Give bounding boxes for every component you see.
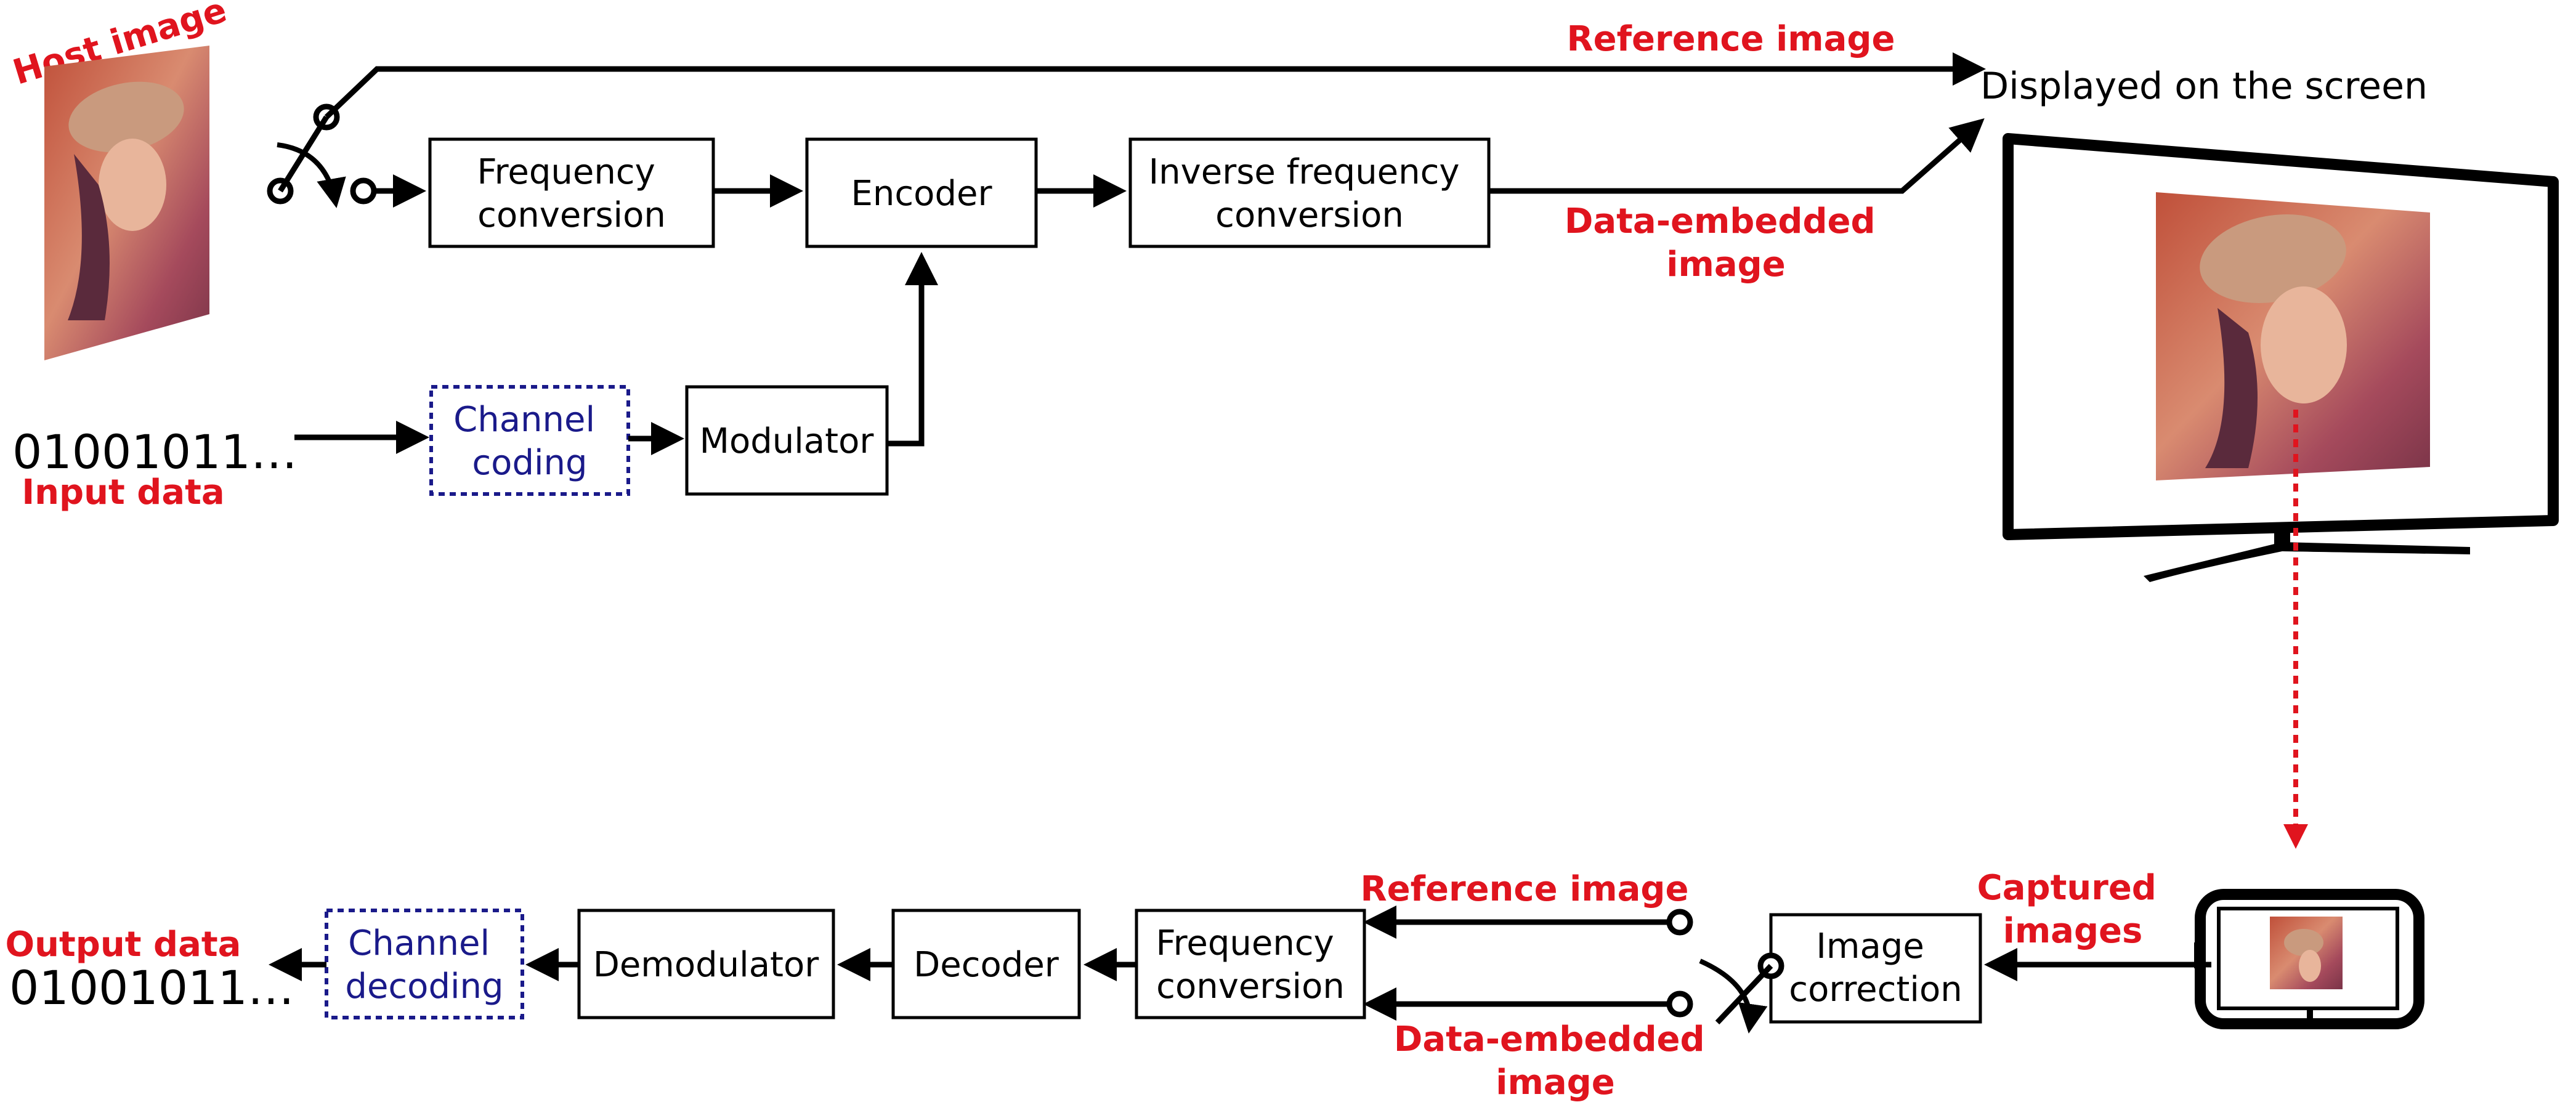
- inverse-frequency-conversion-label: Inverse frequency conversion: [1149, 152, 1471, 235]
- monitor-icon: [2003, 133, 2559, 582]
- encoder-label: Encoder: [851, 174, 993, 214]
- decoder-box: [891, 909, 1081, 1019]
- switch-icon[interactable]: [267, 103, 377, 208]
- frequency-conversion-label: Frequency conversion: [477, 152, 666, 235]
- output-data-label: Output data: [6, 925, 241, 965]
- captured-images-label: Captured images: [1977, 868, 2169, 951]
- top-reference-image-label: Reference image: [1567, 19, 1895, 59]
- channel-coding-box: [429, 385, 630, 496]
- frequency-conversion-box: [428, 137, 715, 248]
- modulator-box: [685, 385, 889, 496]
- demodulator-box: [577, 909, 835, 1019]
- decoder-frequency-conversion-label: Frequency conversion: [1156, 923, 1345, 1007]
- modulator-label: Modulator: [700, 421, 875, 461]
- inverse-frequency-conversion-box: [1128, 137, 1491, 248]
- bottom-data-embedded-label: Data-embedded image: [1394, 1019, 1717, 1103]
- data-embedded-path-arrow: [1489, 118, 1985, 194]
- bottom-reference-image-label: Reference image: [1361, 869, 1689, 909]
- displayed-image-photo: [2156, 192, 2430, 480]
- input-bits: 01001011…: [12, 424, 298, 479]
- top-data-embedded-label: Data-embedded image: [1565, 201, 1887, 285]
- reference-path-arrow: [324, 52, 1986, 119]
- host-image-photo: [44, 46, 209, 360]
- output-bits: 01001011…: [9, 960, 294, 1015]
- demodulator-label: Demodulator: [593, 945, 820, 985]
- decoder-frequency-conversion-box: [1135, 909, 1366, 1019]
- channel-coding-label: Channel coding: [453, 400, 606, 483]
- image-correction-box: [1769, 913, 1982, 1024]
- smartphone-icon: [2194, 889, 2424, 1029]
- channel-decoding-label: Channel decoding: [345, 923, 503, 1007]
- displayed-on-screen-label: Displayed on the screen: [1980, 65, 2428, 108]
- encoder-box: [805, 137, 1038, 248]
- switch-icon[interactable]: [1666, 909, 1784, 1034]
- channel-decoding-box: [325, 909, 524, 1019]
- decoder-label: Decoder: [913, 945, 1059, 985]
- modulator-to-encoder-arrow: [887, 252, 938, 447]
- image-correction-label: Image correction: [1789, 926, 1962, 1010]
- input-data-label: Input data: [22, 472, 224, 512]
